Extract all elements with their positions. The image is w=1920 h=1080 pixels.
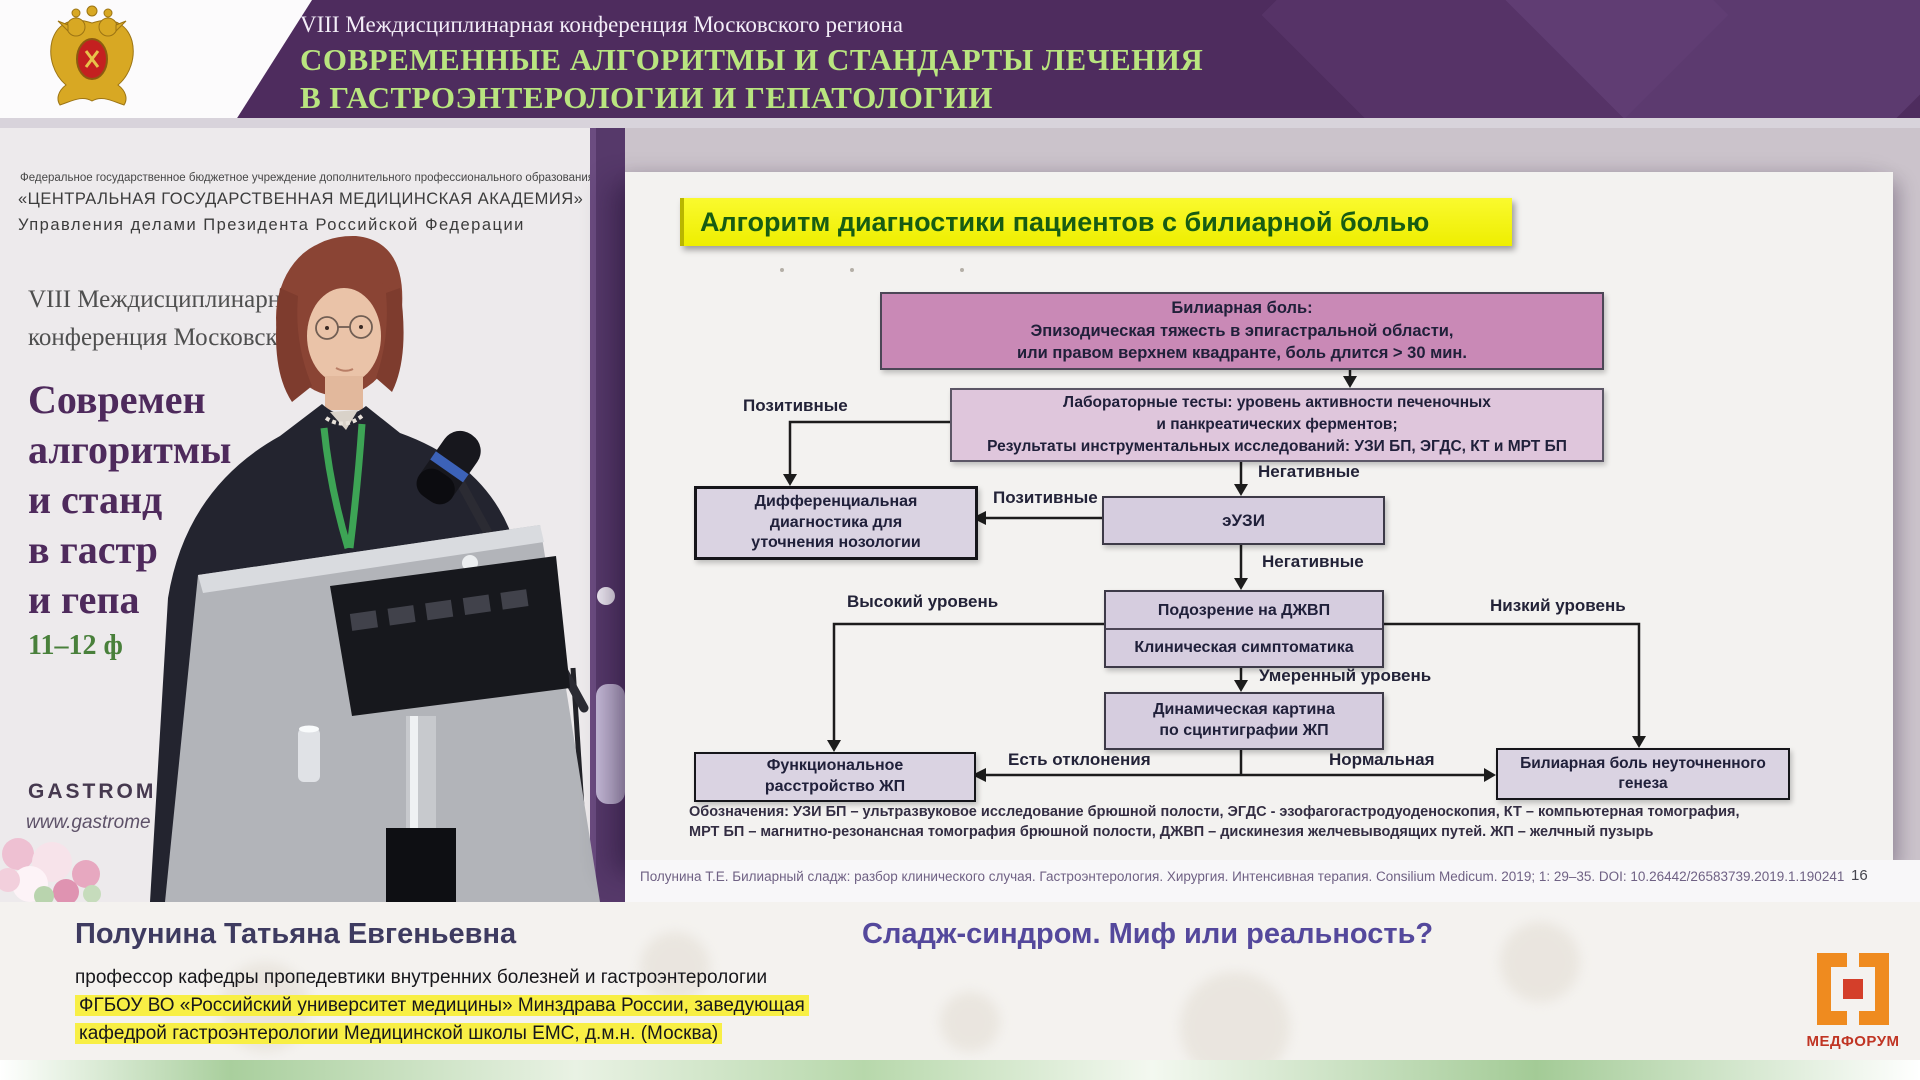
decorative-dot bbox=[780, 268, 784, 272]
flow-box-clinical-symptoms: Клиническая симптоматика bbox=[1134, 639, 1354, 656]
legend-line: МРТ БП – магнитно-резонансная томография… bbox=[689, 824, 1654, 841]
flow-label-high-level: Высокий уровень bbox=[847, 592, 999, 611]
medforum-logo: МЕДФОРУМ bbox=[1798, 952, 1908, 1050]
flow-label-moderate-level: Умеренный уровень bbox=[1259, 666, 1432, 685]
backdrop-event-title-fragment: алгоритмы bbox=[28, 427, 232, 472]
flow-label-positive-1: Позитивные bbox=[743, 396, 848, 415]
backdrop-event-title-fragment: в гастр bbox=[28, 527, 158, 572]
flow-box-line: расстройство ЖП bbox=[764, 778, 906, 795]
flow-box-line: Функциональное bbox=[766, 757, 904, 775]
header-conference-line: VIII Междисциплинарная конференция Моско… bbox=[300, 12, 903, 37]
flow-label-normal: Нормальная bbox=[1329, 750, 1435, 769]
footer-band: Полунина Татьяна Евгеньевна Сладж-синдро… bbox=[0, 902, 1920, 1080]
speaker-affiliation: профессор кафедры пропедевтики внутренни… bbox=[75, 964, 809, 1048]
header-banner: VIII Междисциплинарная конференция Моско… bbox=[0, 0, 1920, 118]
citation-text: Полунина Т.Е. Билиарный сладж: разбор кл… bbox=[640, 869, 1845, 884]
flow-box-functional-disorder: Функциональное расстройство ЖП bbox=[694, 752, 976, 802]
decorative-dot bbox=[960, 268, 964, 272]
affiliation-line: ФГБОУ ВО «Российский университет медицин… bbox=[75, 995, 809, 1016]
flow-box-biliary-pain: Билиарная боль: Эпизодическая тяжесть в … bbox=[880, 292, 1604, 370]
flow-box-line: Билиарная боль неуточненного bbox=[1520, 754, 1766, 772]
bottom-green-strip bbox=[0, 1060, 1920, 1080]
backdrop-org-name: «ЦЕНТРАЛЬНАЯ ГОСУДАРСТВЕННАЯ МЕДИЦИНСКАЯ… bbox=[18, 190, 584, 208]
flow-box-line: генеза bbox=[1618, 775, 1668, 792]
speaker-name: Полунина Татьяна Евгеньевна bbox=[75, 918, 517, 950]
flow-box-line: Результаты инструментальных исследований… bbox=[987, 437, 1567, 455]
flow-label-deviations: Есть отклонения bbox=[1008, 750, 1151, 769]
backdrop-event-title-fragment: и станд bbox=[28, 477, 163, 522]
presentation-slide: Алгоритм диагностики пациентов с билиарн… bbox=[625, 172, 1893, 860]
gastromed-website: www.gastrome bbox=[26, 812, 151, 833]
citation-strip: Полунина Т.Е. Билиарный сладж: разбор кл… bbox=[625, 860, 1920, 902]
flow-box-line: Билиарная боль: bbox=[1171, 298, 1313, 317]
flow-box-differential-diagnosis: Дифференциальная диагностика для уточнен… bbox=[694, 486, 978, 560]
header-title-line2: В ГАСТРОЭНТЕРОЛОГИИ И ГЕПАТОЛОГИИ bbox=[300, 80, 993, 115]
slide-title: Алгоритм диагностики пациентов с билиарн… bbox=[700, 207, 1430, 237]
flow-box-line: по сцинтиграфии ЖП bbox=[1159, 722, 1329, 739]
flowchart-connectors bbox=[783, 366, 1646, 782]
flow-label-negative-1: Негативные bbox=[1258, 462, 1360, 481]
medforum-logo-icon bbox=[1817, 952, 1889, 1026]
header-bottom-strip bbox=[0, 118, 1920, 128]
flow-label-positive-2: Позитивные bbox=[993, 488, 1098, 507]
talk-title: Сладж-синдром. Миф или реальность? bbox=[862, 918, 1434, 950]
flow-box-line: Дифференциальная bbox=[754, 492, 918, 510]
speaker-photo-region: Федеральное государственное бюджетное уч… bbox=[0, 128, 625, 902]
flow-box-line: уточнения нозологии bbox=[751, 534, 921, 552]
flow-box-line: диагностика для bbox=[769, 513, 903, 531]
backdrop-dates: 11–12 ф bbox=[28, 630, 123, 661]
bokeh-decoration bbox=[640, 932, 710, 1002]
flow-box-line: Динамическая картина bbox=[1153, 701, 1335, 719]
flow-box-line: и панкреатических ферментов; bbox=[1156, 416, 1398, 434]
flow-box-lab-tests: Лабораторные тесты: уровень активности п… bbox=[950, 388, 1604, 462]
bokeh-decoration bbox=[940, 992, 1000, 1052]
backdrop-org-dept: Управления делами Президента Российской … bbox=[18, 216, 525, 234]
medforum-logo-text: МЕДФОРУМ bbox=[1806, 1033, 1900, 1050]
flow-box-line: Лабораторные тесты: уровень активности п… bbox=[1063, 394, 1491, 412]
page-number: 16 bbox=[1851, 867, 1868, 884]
affiliation-line: кафедрой гастроэнтерологии Медицинской ш… bbox=[75, 1023, 723, 1044]
backdrop-org-small-line: Федеральное государственное бюджетное уч… bbox=[20, 172, 594, 184]
bokeh-decoration bbox=[1500, 922, 1580, 1002]
flow-box-unspecified-pain: Билиарная боль неуточненного генеза bbox=[1496, 748, 1790, 800]
flow-box-line: эУЗИ bbox=[1222, 510, 1265, 530]
flow-box-line: Эпизодическая тяжесть в эпигастральной о… bbox=[1030, 321, 1454, 340]
slide-legend: Обозначения: УЗИ БП – ультразвуковое исс… bbox=[689, 802, 1859, 843]
flow-box-dzhvp-suspicion: Подозрение на ДЖВП bbox=[1106, 593, 1382, 630]
affiliation-line: профессор кафедры пропедевтики внутренни… bbox=[75, 967, 768, 988]
backdrop-event-title-fragment: Современ bbox=[28, 377, 206, 422]
flow-box-eus: эУЗИ bbox=[1102, 496, 1385, 545]
flow-box-dzhvp: Подозрение на ДЖВП Клиническая симптомат… bbox=[1104, 590, 1384, 668]
speaker-photo-overlay bbox=[0, 128, 625, 902]
decorative-dot bbox=[850, 268, 854, 272]
flow-label-negative-2: Негативные bbox=[1262, 552, 1364, 571]
legend-line: Обозначения: УЗИ БП – ультразвуковое исс… bbox=[689, 804, 1740, 820]
slide-title-banner: Алгоритм диагностики пациентов с билиарн… bbox=[680, 198, 1512, 246]
backdrop-event-title-fragment: и гепа bbox=[28, 577, 140, 622]
flow-label-low-level: Низкий уровень bbox=[1490, 596, 1626, 615]
header-title-line1: СОВРЕМЕННЫЕ АЛГОРИТМЫ И СТАНДАРТЫ ЛЕЧЕНИ… bbox=[300, 42, 1204, 77]
flow-box-line: или правом верхнем квадранте, боль длитс… bbox=[1017, 344, 1467, 363]
russia-coat-of-arms-icon bbox=[50, 5, 134, 106]
gastromed-logo-text: GASTROMED bbox=[28, 780, 192, 803]
flow-box-scintigraphy: Динамическая картина по сцинтиграфии ЖП bbox=[1104, 692, 1384, 750]
